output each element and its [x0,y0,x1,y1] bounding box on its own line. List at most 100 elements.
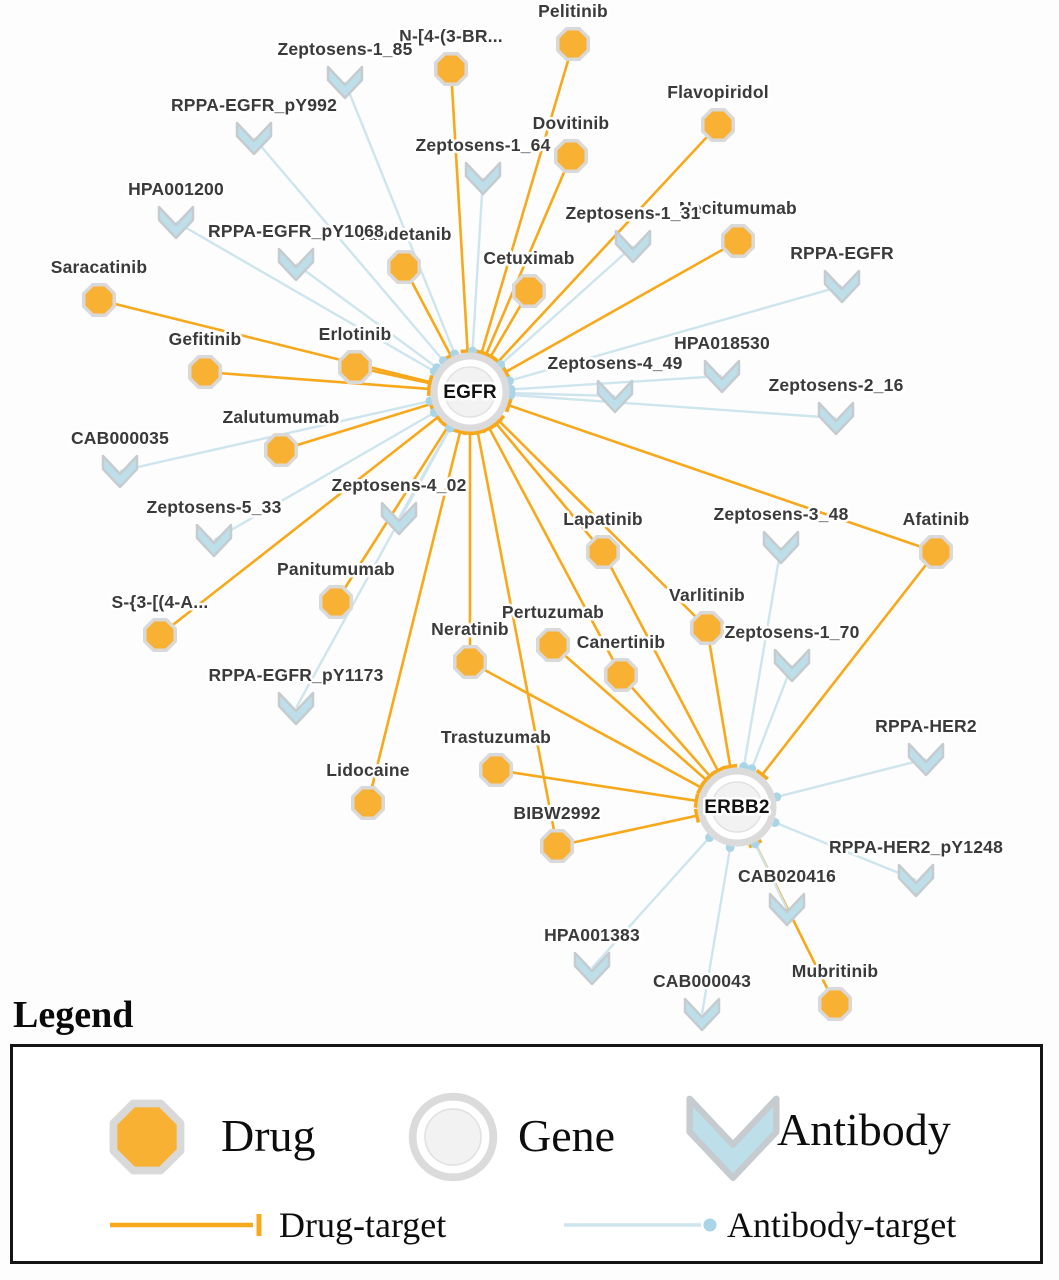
node-drug-pelitinib[interactable] [556,27,590,61]
node-label: Lapatinib [563,509,643,529]
node-label: Varlitinib [669,585,745,605]
node-drug-cetuximab[interactable] [512,274,546,308]
node-antibody-hpa001200[interactable] [157,205,195,240]
edge-drug-target [495,422,604,553]
node-label: S-{3-[(4-A... [112,592,209,612]
edge-antibody-target [510,393,837,420]
node-label: Zeptosens-4_49 [547,353,682,373]
node-drug-bibw2992[interactable] [540,829,574,863]
gene-core-icon [711,781,763,833]
node-drug-lapatinib[interactable] [586,535,620,569]
node-antibody-zeptosens-2-16[interactable] [817,401,855,436]
node-antibody-cab020416[interactable] [768,892,806,927]
edge-antibody-target [294,427,452,709]
node-label: Zeptosens-1_64 [415,135,550,155]
antibody-chevron-icon [464,161,502,196]
node-label: Necitumumab [679,198,797,218]
edge-tee-marker [504,398,513,413]
drug-octagon-icon [453,645,487,679]
edge-drug-target [498,420,708,629]
node-drug-flavopiridol[interactable] [701,108,735,142]
edge-tee-marker [482,423,497,434]
node-label: Zeptosens-4_02 [331,475,466,495]
legend-box: Drug Gene Antibody Drug-target Antibody-… [10,1044,1043,1264]
legend-label-antibody: Antibody [777,1104,951,1155]
edge-antibody-target [295,263,438,369]
node-antibody-zeptosens-1-85[interactable] [326,65,364,100]
node-drug-s-3-4-a[interactable] [143,618,177,652]
layer-labels: EGFRERBB2PelitinibN-[4-(3-BR...Flavopiri… [48,0,1005,994]
edge-drug-target [159,416,439,637]
node-antibody-hpa001383[interactable] [573,951,611,986]
drug-octagon-icon [82,283,116,317]
node-antibody-rppa-egfr-py1173[interactable] [277,691,315,726]
node-label: Zeptosens-5_33 [146,497,281,517]
node-drug-n-4-3-br[interactable] [434,52,468,86]
node-drug-saracatinib[interactable] [82,283,116,317]
edge-drug-target [705,627,732,767]
antibody-chevron-icon [380,501,418,536]
edge-antibody-target [499,245,634,366]
node-drug-necitumumab[interactable] [721,224,755,258]
drug-octagon-icon [434,52,468,86]
node-drug-vandetanib[interactable] [387,250,421,284]
node-antibody-rppa-her2-py1248[interactable] [897,863,935,898]
drug-octagon-icon [556,27,590,61]
edge-drug-target [480,43,575,354]
node-drug-trastuzumab[interactable] [479,753,513,787]
edge-drug-target [495,768,697,803]
antibody-chevron-icon [157,205,195,240]
node-drug-lidocaine[interactable] [351,786,385,820]
edge-drug-target [280,402,432,452]
node-antibody-cab000035[interactable] [101,454,139,489]
edge-drug-target [469,660,702,789]
edge-tee-marker [723,763,738,770]
node-antibody-zeptosens-1-31[interactable] [614,229,652,264]
node-drug-panitumumab[interactable] [319,585,353,619]
node-antibody-rppa-egfr-py1068[interactable] [277,247,315,282]
node-label: Trastuzumab [441,727,551,747]
antibody-chevron-icon [195,523,233,558]
node-antibody-rppa-egfr[interactable] [823,269,861,304]
edge-tee-marker [696,780,706,795]
node-label: EGFR [443,382,497,403]
antibody-chevron-icon [277,247,315,282]
node-antibody-zeptosens-5-33[interactable] [195,523,233,558]
drug-octagon-icon [701,108,735,142]
edge-antibody-target [510,391,616,398]
node-gene-erbb2[interactable] [697,767,777,847]
node-antibody-zeptosens-1-64[interactable] [464,161,502,196]
node-antibody-rppa-egfr-py992[interactable] [235,121,273,156]
node-drug-varlitinib[interactable] [690,611,724,645]
node-drug-erlotinib[interactable] [338,350,372,384]
node-drug-pertuzumab[interactable] [536,628,570,662]
node-antibody-zeptosens-4-49[interactable] [596,379,634,414]
node-drug-canertinib[interactable] [604,658,638,692]
node-antibody-zeptosens-3-48[interactable] [762,530,800,565]
node-label: Panitumumab [277,559,395,579]
drug-octagon-icon [604,658,638,692]
node-label: CAB020416 [738,866,836,886]
node-drug-dovitinib[interactable] [554,139,588,173]
node-drug-mubritinib[interactable] [818,987,852,1021]
node-gene-egfr[interactable] [430,352,510,432]
node-drug-neratinib[interactable] [453,645,487,679]
node-antibody-cab000043[interactable] [683,997,721,1032]
node-antibody-hpa018530[interactable] [703,359,741,394]
antibody-chevron-icon [773,648,811,683]
edge-antibody-target [213,411,436,542]
layer-nodes [82,27,953,1032]
node-antibody-rppa-her2[interactable] [907,742,945,777]
node-drug-zalutumumab[interactable] [264,433,298,467]
node-label: Cetuximab [483,248,574,268]
node-drug-afatinib[interactable] [919,535,953,569]
node-antibody-zeptosens-1-70[interactable] [773,648,811,683]
node-drug-gefitinib[interactable] [188,355,222,389]
edge-drug-target [556,814,698,848]
edge-antibody-target [471,177,485,352]
edge-drug-target [449,68,469,352]
node-label: Canertinib [577,632,666,652]
node-antibody-zeptosens-4-02[interactable] [380,501,418,536]
antibody-chevron-icon [907,742,945,777]
